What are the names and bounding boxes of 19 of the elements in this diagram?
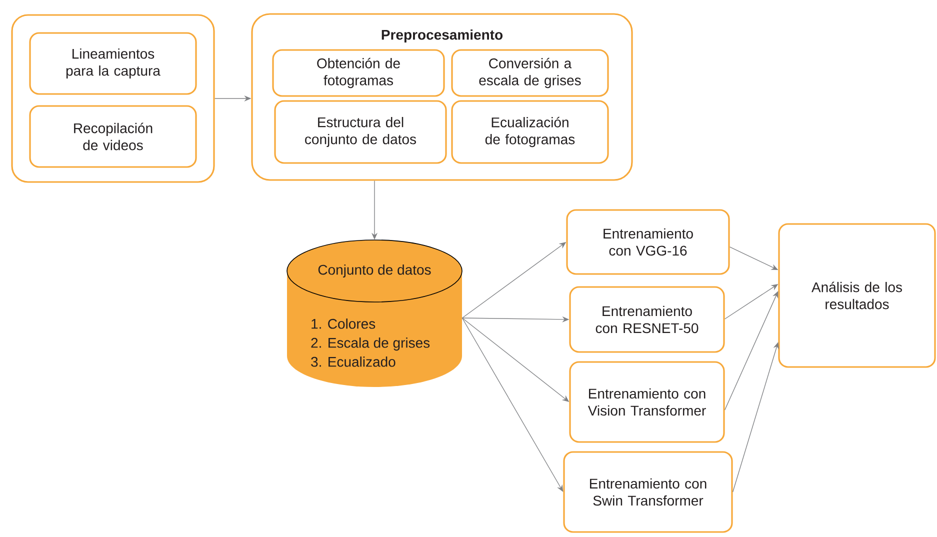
process-box: Análisis de los resultados [778,223,936,368]
process-box: Estructura del conjunto de datos [274,100,447,164]
process-box: Obtención de fotogramas [272,49,445,97]
database-cylinder: Conjunto de datos 1. Colores 2. Escala de grises 3. Ecualizado [286,240,462,387]
node-label: 3. Ecualizado [311,356,396,367]
process-box: Entrenamiento con Swin Transformer [563,451,733,533]
node-label: 1. Colores [312,318,376,329]
arrow [462,318,564,492]
node-label: 2. Escala de grises [311,338,430,351]
process-box: Recopilación de videos [29,105,197,168]
process-box: Entrenamiento con RESNET-50 [569,286,725,353]
process-box: Conversión a escala de grises [451,49,609,97]
process-box: Entrenamiento con Vision Transformer [569,361,725,443]
process-box: Lineamientos para la captura [29,32,197,95]
process-box: Entrenamiento con VGG-16 [566,209,730,275]
arrow [724,291,778,410]
group-box [11,14,215,183]
process-box: Ecualización de fotogramas [451,100,609,164]
node-label: Conjunto de datos [318,264,431,278]
